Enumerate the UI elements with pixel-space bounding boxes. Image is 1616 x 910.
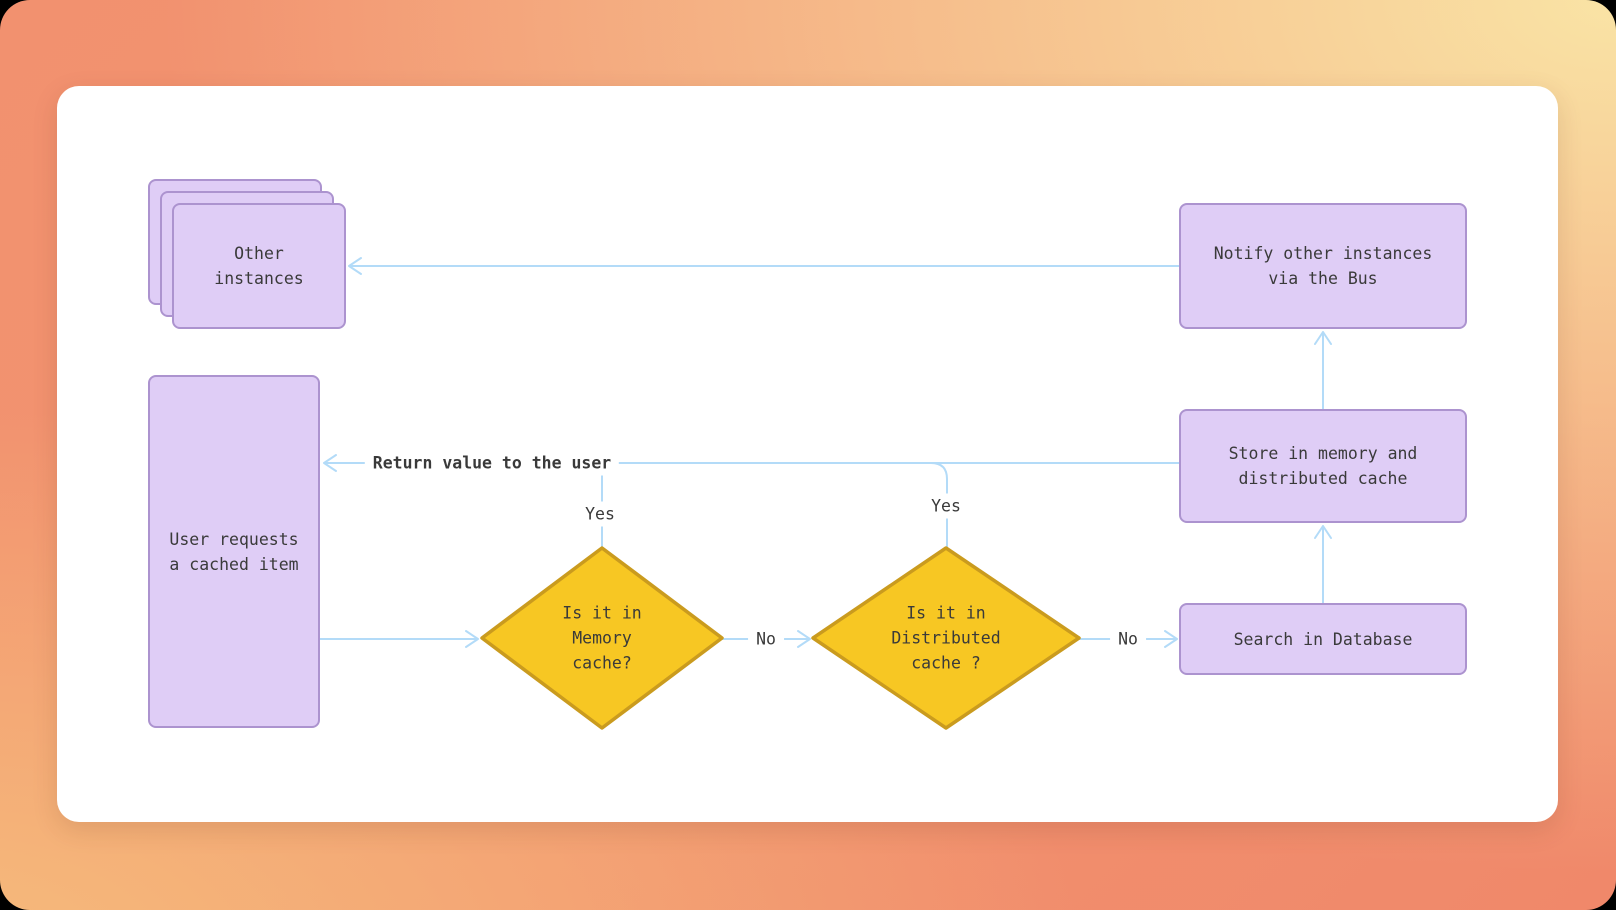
edge-yes-distributed [930, 462, 948, 549]
decision-distributed-cache-shape [811, 546, 1081, 730]
decision-memory-cache-shape [480, 546, 724, 730]
node-search-in-database-label: Search in Database [1233, 629, 1413, 649]
edge-label-no-distributed: No [1110, 626, 1146, 652]
edge-user-to-memory-decision [319, 630, 479, 648]
node-search-in-database: Search in Database [1179, 603, 1467, 675]
edge-store-to-notify [1314, 331, 1332, 410]
edge-label-return-value: Return value to the user [364, 450, 620, 476]
edge-label-no-memory: No [748, 626, 784, 652]
node-notify-other-instances: Notify other instances via the Bus [1179, 203, 1467, 329]
node-store-in-memory: Store in memory and distributed cache [1179, 409, 1467, 523]
decision-memory-cache-label: Is it in Memory cache? [562, 603, 642, 673]
node-user-requests-label: User requests a cached item [169, 529, 299, 574]
node-store-in-memory-label: Store in memory and distributed cache [1228, 444, 1418, 488]
edge-search-to-store [1314, 525, 1332, 604]
edge-label-yes-memory: Yes [577, 501, 623, 527]
node-notify-other-instances-label: Notify other instances via the Bus [1213, 244, 1433, 288]
node-other-instances-label: Other instances [214, 244, 304, 288]
edge-notify-to-other-instances [348, 257, 1180, 275]
edge-label-yes-distributed: Yes [923, 493, 969, 519]
decision-distributed-cache-label: Is it in Distributed cache ? [891, 603, 1001, 673]
node-user-requests: User requests a cached item [148, 375, 320, 728]
node-other-instances: Other instances [172, 203, 346, 329]
